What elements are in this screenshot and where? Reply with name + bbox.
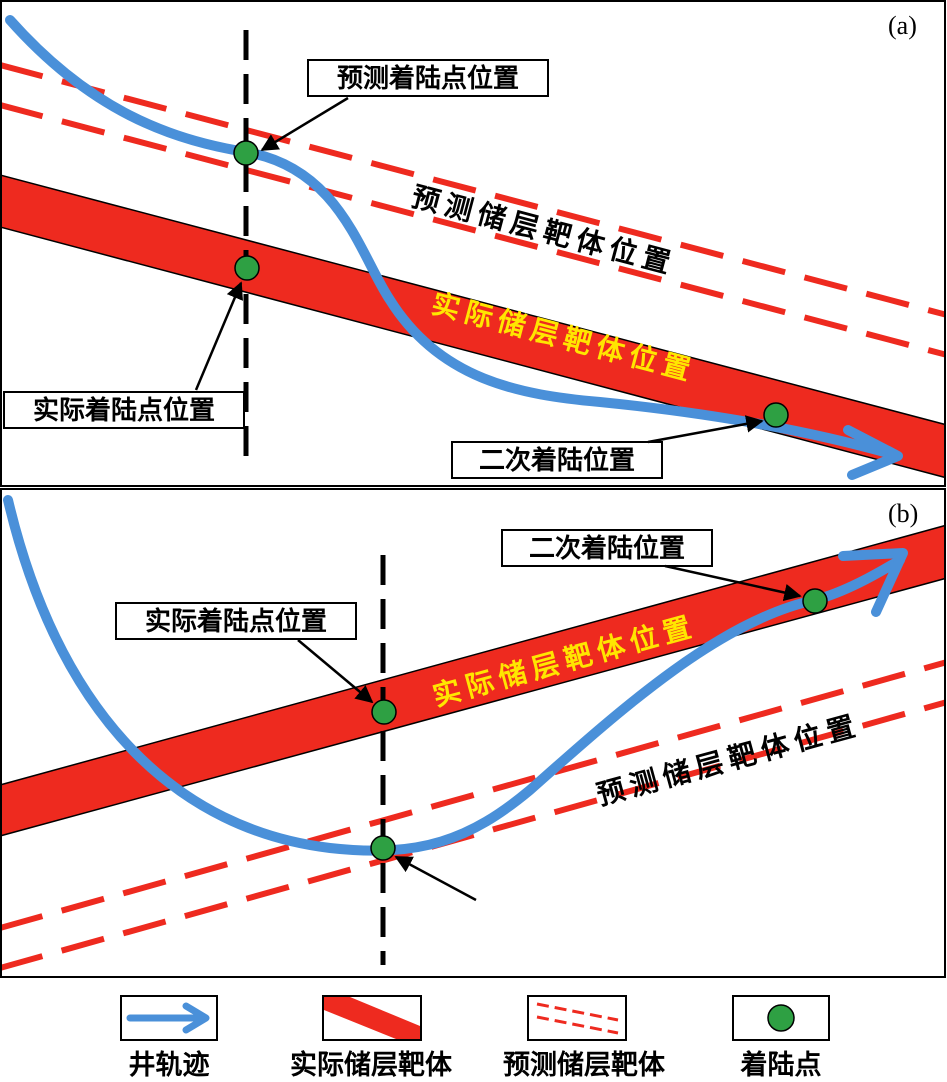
- panel-b-second-landing-arrow: [664, 564, 802, 602]
- legend-predicted-dash-top-icon: [536, 1002, 619, 1022]
- panel-a-predicted-reservoir-bottom: [2, 102, 944, 358]
- panel-a-actual-reservoir-band: [2, 174, 944, 478]
- panel-a-predicted-landing-box: [307, 59, 549, 97]
- panel-a-predicted-reservoir-top: [2, 62, 944, 318]
- legend-landing-point-icon: [767, 1004, 795, 1032]
- legend-item-predicted-reservoir: 预测储层靶体: [503, 995, 666, 1081]
- legend: 井轨迹 实际储层靶体 预测储层靶体 着陆点: [120, 995, 830, 1081]
- panel-b-actual-landing-point: [371, 699, 397, 725]
- legend-label-well-trajectory: 井轨迹: [129, 1049, 210, 1081]
- legend-predicted-dash-bottom-icon: [536, 1015, 619, 1035]
- legend-trajectory-arrow-icon: [182, 1002, 210, 1034]
- panel-a-well-trajectory: [5, 15, 900, 460]
- panel-b-predicted-reservoir-bottom: [2, 699, 944, 971]
- legend-item-actual-reservoir: 实际储层靶体: [290, 995, 453, 1081]
- panel-a-actual-landing-arrow: [194, 281, 243, 391]
- panel-b-actual-landing-arrow: [297, 639, 374, 704]
- panel-a-second-landing-box: [451, 441, 663, 479]
- panel-b: (b) 二次着陆位置 实际着陆点位置 实际储层靶体: [0, 488, 946, 978]
- panel-b-actual-landing-box: [115, 602, 357, 640]
- panel-b-second-landing-point: [802, 588, 828, 614]
- panel-a-second-landing-arrow: [647, 415, 764, 444]
- panel-b-predicted-reservoir-top: [2, 659, 944, 931]
- panel-b-actual-reservoir-band: [2, 525, 944, 837]
- legend-item-well-trajectory: 井轨迹: [120, 995, 218, 1081]
- panel-b-actual-landing-label: 实际着陆点位置: [145, 606, 327, 637]
- panel-b-second-landing-box: [501, 529, 713, 567]
- legend-actual-reservoir-band-icon: [324, 997, 420, 1039]
- panel-a-second-landing-label: 二次着陆位置: [479, 445, 635, 476]
- legend-label-landing-point: 着陆点: [740, 1049, 822, 1081]
- legend-item-landing-point: 着陆点: [732, 995, 830, 1081]
- panel-b-predicted-landing-point: [370, 835, 396, 861]
- panel-a: (a) 预测着陆点位置 实际着陆点位置 二次着陆位置: [0, 0, 946, 487]
- panel-a-actual-landing-box: [3, 391, 245, 429]
- panel-a-actual-landing-point: [234, 255, 260, 281]
- panel-a-predicted-landing-point: [233, 140, 259, 166]
- panel-b-trajectory-arrowhead: [838, 548, 908, 617]
- panel-a-trajectory-arrowhead: [843, 425, 903, 480]
- legend-label-actual-reservoir: 实际储层靶体: [290, 1049, 453, 1081]
- panel-b-second-landing-label: 二次着陆位置: [529, 533, 685, 564]
- panel-a-second-landing-point: [763, 402, 789, 428]
- panel-a-predicted-landing-label: 预测着陆点位置: [337, 63, 519, 94]
- panel-a-predicted-landing-arrow: [260, 96, 349, 152]
- panel-b-id: (b): [888, 499, 918, 528]
- panel-b-predicted-landing-arrow: [394, 855, 477, 902]
- legend-label-predicted-reservoir: 预测储层靶体: [503, 1050, 666, 1081]
- panel-a-id: (a): [888, 11, 917, 40]
- panel-a-actual-landing-label: 实际着陆点位置: [33, 395, 215, 426]
